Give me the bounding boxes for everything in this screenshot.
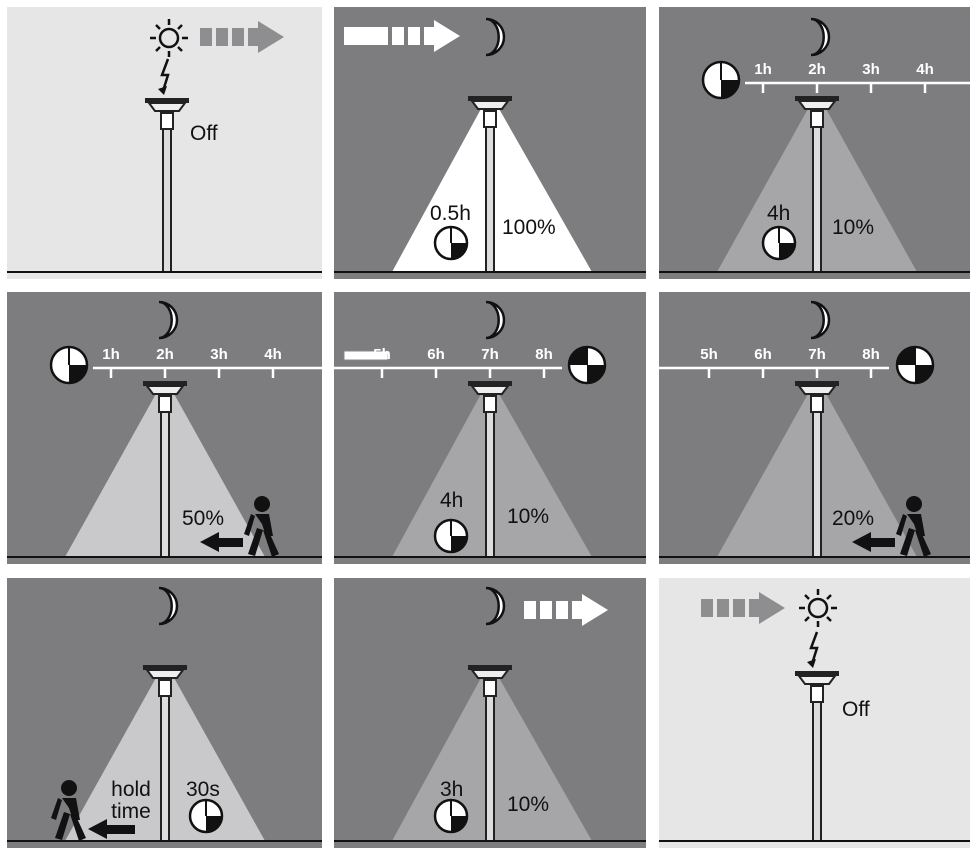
hold-time-label-line2: time [111,801,151,822]
panel-motion-50: 1h 2h 3h 4h 50% [7,292,322,564]
timeline-tick: 6h [754,346,772,363]
timeline-tick: 5h [700,346,718,363]
panel-second-dim: 5h 6h 7h 8h 4h 10% [334,292,646,564]
timeline-tick: 4h [264,346,282,363]
panel-day-start-graphic [7,7,322,279]
panel-first-dim: 1h 2h 3h 4h 4h 10% [659,7,970,279]
panel-dawn-dim-graphic [334,578,646,848]
clock-icon [435,520,467,552]
sun-icon [150,19,188,57]
timeline-tick: 2h [808,61,826,78]
moon-icon [159,588,177,624]
arrow-icon [524,594,608,626]
panel-dawn-dim: 3h 10% [334,578,646,848]
clock-icon [435,227,467,259]
brightness-label: 20% [832,508,874,529]
clock-icon [763,227,795,259]
lightning-icon [162,59,168,91]
timeline-tick: 7h [808,346,826,363]
street-lamp-icon [145,98,189,272]
panel-dusk-full-graphic [334,7,646,279]
status-label: Off [190,123,218,144]
brightness-label: 100% [502,217,556,238]
timeline-tick: 4h [916,61,934,78]
status-label: Off [842,699,870,720]
street-lamp-icon [795,671,839,841]
panel-motion-50-graphic [7,292,322,564]
panel-day-start: Off [7,7,322,279]
brightness-label: 10% [832,217,874,238]
walking-person-icon [51,780,86,841]
timeline-tick: 8h [535,346,553,363]
arrow-icon [200,21,284,53]
arrow-icon [701,592,785,624]
panel-day-end: Off [659,578,970,848]
clock-icon [435,800,467,832]
moon-icon [486,19,504,55]
duration-label: 0.5h [430,203,471,224]
hold-time-label-line1: hold [111,779,151,800]
clock-icon [51,347,87,383]
clock-icon [569,347,605,383]
panel-motion-20-graphic [659,292,970,564]
moon-icon [486,588,504,624]
brightness-label: 10% [507,794,549,815]
panel-hold-time: hold time 30s [7,578,322,848]
timeline-tick: 1h [102,346,120,363]
panel-dusk-full: 0.5h 100% [334,7,646,279]
timeline-tick: 8h [862,346,880,363]
timeline-tick: 1h [754,61,772,78]
panel-first-dim-graphic [659,7,970,279]
clock-icon [897,347,933,383]
duration-label: 4h [767,203,790,224]
panel-hold-time-graphic [7,578,322,848]
brightness-label: 50% [182,508,224,529]
timeline-tick: 3h [210,346,228,363]
timeline-tick: 2h [156,346,174,363]
timeline-tick: 5h [373,346,391,363]
duration-label: 4h [440,490,463,511]
panel-second-dim-graphic [334,292,646,564]
duration-label: 30s [186,779,220,800]
timeline-tick: 7h [481,346,499,363]
arrow-icon [344,20,460,52]
sun-icon [799,589,837,627]
moon-icon [159,302,177,338]
clock-icon [703,62,739,98]
clock-icon [190,800,222,832]
moon-icon [811,19,829,55]
duration-label: 3h [440,779,463,800]
brightness-label: 10% [507,506,549,527]
timeline-tick: 3h [862,61,880,78]
timeline-tick: 6h [427,346,445,363]
panel-day-end-graphic [659,578,970,848]
moon-icon [811,302,829,338]
panel-motion-20: 5h 6h 7h 8h 20% [659,292,970,564]
moon-icon [486,302,504,338]
lightning-icon [811,632,817,664]
